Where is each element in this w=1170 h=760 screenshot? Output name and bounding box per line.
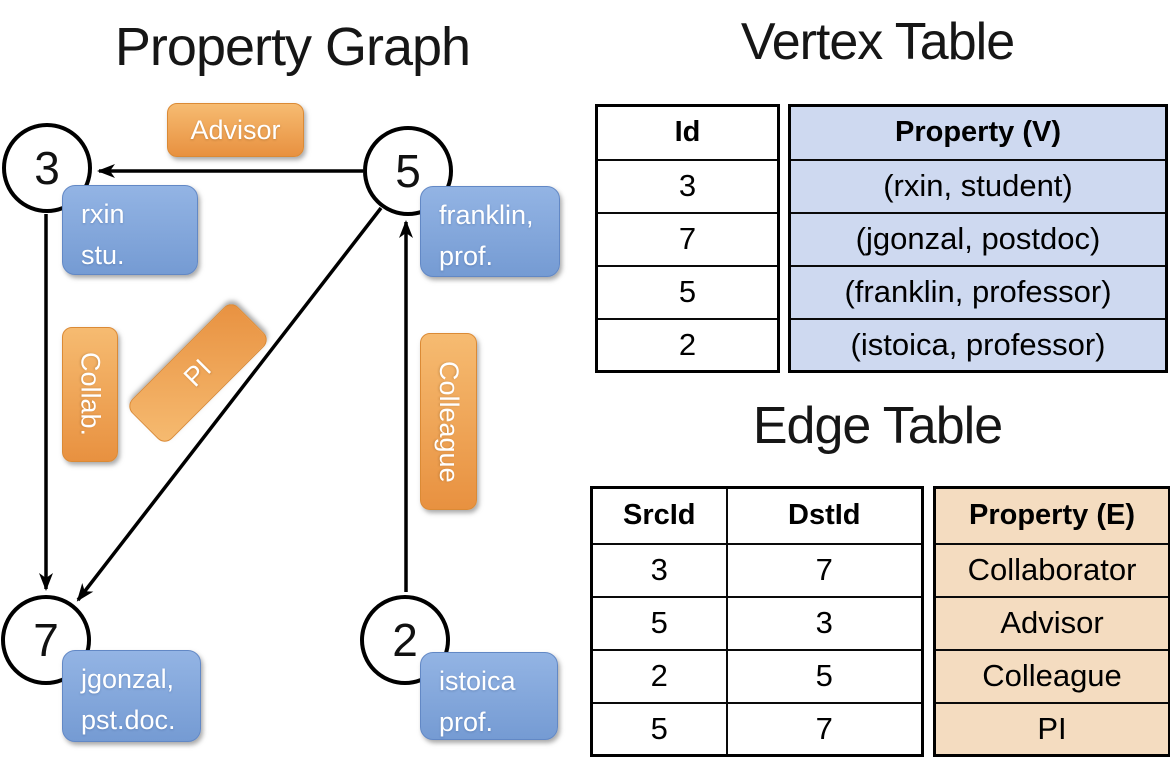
table-cell: (jgonzal, postdoc) — [788, 211, 1168, 267]
edge-table-header-property: Property (E) — [933, 486, 1170, 545]
edge-label-colleague: Colleague — [420, 333, 477, 510]
table-cell: Collaborator — [933, 542, 1170, 598]
table-cell: 7 — [725, 701, 924, 757]
table-cell: 2 — [595, 317, 780, 373]
table-cell: 3 — [590, 542, 728, 598]
table-cell: Advisor — [933, 595, 1170, 651]
table-cell: 5 — [595, 264, 780, 320]
vertex-table-row: (rxin, student) — [788, 158, 1168, 214]
edge-label-collaborator: Collab. — [62, 327, 118, 462]
table-cell: 5 — [590, 701, 728, 757]
vertex-circle-2: 2 — [360, 595, 450, 685]
table-cell: 7 — [725, 542, 924, 598]
edge-table-header-srcid: SrcId — [590, 486, 728, 545]
table-cell: (franklin, professor) — [788, 264, 1168, 320]
vertex-3-property-label: rxin stu. — [62, 185, 198, 275]
vertex-id: 3 — [34, 142, 60, 194]
edge-table-header-dstid: DstId — [725, 486, 924, 545]
table-cell: 3 — [725, 595, 924, 651]
vertex-table-row: 2 — [595, 317, 780, 373]
table-cell: (rxin, student) — [788, 158, 1168, 214]
table-cell: 5 — [590, 595, 728, 651]
graph-edges-canvas — [39, 164, 413, 602]
vertex-table-row: 5 — [595, 264, 780, 320]
table-cell: 2 — [590, 648, 728, 704]
table-cell: 7 — [595, 211, 780, 267]
table-cell: 5 — [725, 648, 924, 704]
edge-table-row: Colleague — [933, 648, 1170, 704]
vertex-table-row: (istoica, professor) — [788, 317, 1168, 373]
table-cell: Colleague — [933, 648, 1170, 704]
vertex-table-header-property: Property (V) — [788, 104, 1168, 161]
vertex-circle-5: 5 — [363, 126, 453, 216]
vertex-table-property-column: Property (V) (rxin, student)(jgonzal, po… — [788, 104, 1168, 373]
property-graph-title: Property Graph — [114, 17, 471, 77]
vertex-5-property-label: franklin, prof. — [420, 186, 560, 277]
vertex-table-row: 7 — [595, 211, 780, 267]
table-cell: 3 — [595, 158, 780, 214]
edge-table-title: Edge Table — [752, 397, 1003, 455]
edge-5-to-7-pi — [76, 206, 383, 602]
vertex-table-header-id: Id — [595, 104, 780, 161]
vertex-id: 2 — [392, 614, 418, 666]
edge-table-row: PI — [933, 701, 1170, 757]
edge-table-row: Collaborator — [933, 542, 1170, 598]
vertex-id: 5 — [395, 145, 421, 197]
vertex-table-row: 3 — [595, 158, 780, 214]
vertex-2-property-label: istoica prof. — [420, 652, 558, 740]
vertex-table-row: (franklin, professor) — [788, 264, 1168, 320]
table-cell: PI — [933, 701, 1170, 757]
vertex-id: 7 — [33, 614, 59, 666]
vertex-table-title: Vertex Table — [740, 13, 1015, 71]
edge-label-advisor: Advisor — [167, 103, 304, 157]
vertex-table-row: (jgonzal, postdoc) — [788, 211, 1168, 267]
vertex-7-property-label: jgonzal, pst.doc. — [62, 650, 201, 742]
edge-table-row: Advisor — [933, 595, 1170, 651]
table-cell: (istoica, professor) — [788, 317, 1168, 373]
